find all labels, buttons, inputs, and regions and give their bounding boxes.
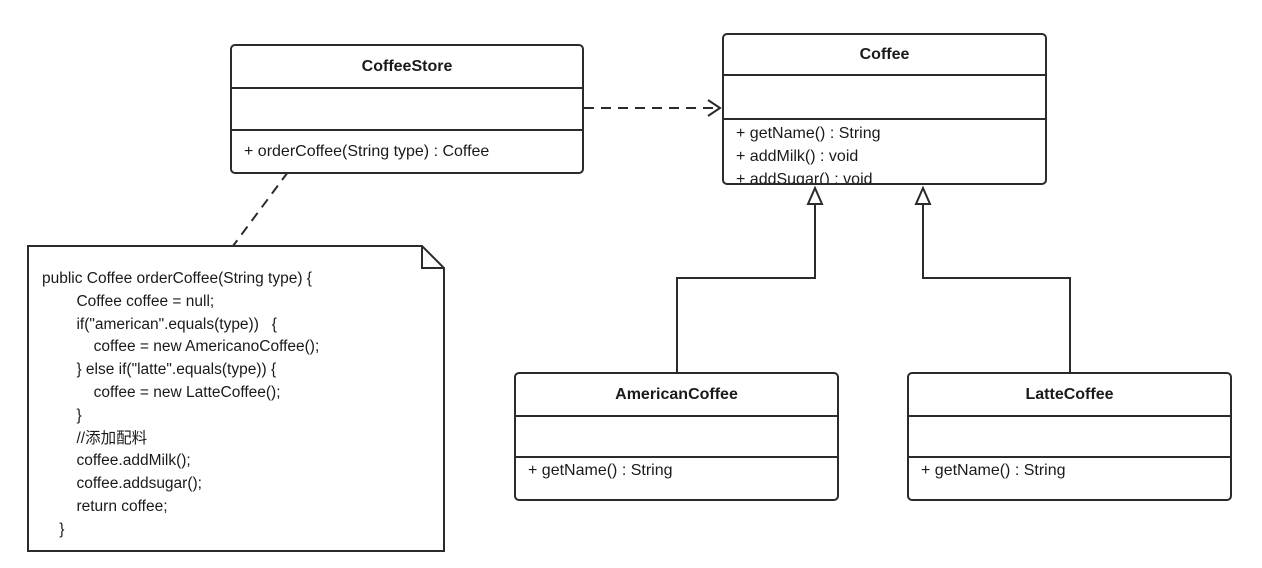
note-line: if("american".equals(type)) { bbox=[42, 315, 277, 333]
operation: + orderCoffee(String type) : Coffee bbox=[244, 143, 490, 160]
class-operations: + orderCoffee(String type) : Coffee bbox=[232, 131, 582, 172]
operation: + getName() : String bbox=[528, 462, 673, 479]
class-lattecoffee[interactable]: LatteCoffee + getName() : String bbox=[907, 372, 1232, 501]
class-name: AmericanCoffee bbox=[516, 374, 837, 417]
class-operations: + getName() : String + addMilk() : void … bbox=[724, 120, 1045, 183]
note-line: coffee.addMilk(); bbox=[42, 452, 191, 470]
note-line: return coffee; bbox=[42, 497, 168, 515]
note-line: } bbox=[42, 406, 82, 424]
operation: + getName() : String bbox=[736, 125, 881, 142]
class-name: LatteCoffee bbox=[909, 374, 1230, 417]
dependency-arrowhead bbox=[707, 99, 722, 117]
note-anchor-line bbox=[232, 171, 289, 247]
class-americancoffee[interactable]: AmericanCoffee + getName() : String bbox=[514, 372, 839, 501]
class-attributes bbox=[724, 76, 1045, 120]
class-name: Coffee bbox=[724, 35, 1045, 76]
inheritance-line-american bbox=[676, 204, 816, 373]
operation: + addMilk() : void bbox=[736, 148, 859, 165]
note-line: public Coffee orderCoffee(String type) { bbox=[42, 270, 312, 287]
operation: + addSugar() : void bbox=[736, 171, 873, 183]
inheritance-line-latte bbox=[922, 204, 1071, 373]
note-line: Coffee coffee = null; bbox=[42, 292, 215, 310]
class-coffee[interactable]: Coffee + getName() : String + addMilk() … bbox=[722, 33, 1047, 185]
class-operations: + getName() : String bbox=[516, 458, 837, 499]
note-shape bbox=[27, 245, 445, 552]
inheritance-arrowhead-american bbox=[806, 185, 824, 205]
class-name: CoffeeStore bbox=[232, 46, 582, 89]
class-attributes bbox=[909, 417, 1230, 458]
class-operations: + getName() : String bbox=[909, 458, 1230, 499]
note-line: } else if("latte".equals(type)) { bbox=[42, 361, 277, 379]
class-coffeestore[interactable]: CoffeeStore + orderCoffee(String type) :… bbox=[230, 44, 584, 174]
operation: + getName() : String bbox=[921, 462, 1066, 479]
class-attributes bbox=[516, 417, 837, 458]
note-line: //添加配料 bbox=[42, 429, 148, 447]
inheritance-arrowhead-latte bbox=[914, 185, 932, 205]
note-line: coffee = new LatteCoffee(); bbox=[42, 383, 281, 401]
note-line: } bbox=[42, 520, 65, 538]
class-attributes bbox=[232, 89, 582, 131]
note-line: coffee.addsugar(); bbox=[42, 475, 202, 493]
note-code-text: public Coffee orderCoffee(String type) {… bbox=[42, 268, 319, 542]
note-fold bbox=[421, 246, 444, 269]
note-line: coffee = new AmericanoCoffee(); bbox=[42, 338, 320, 356]
